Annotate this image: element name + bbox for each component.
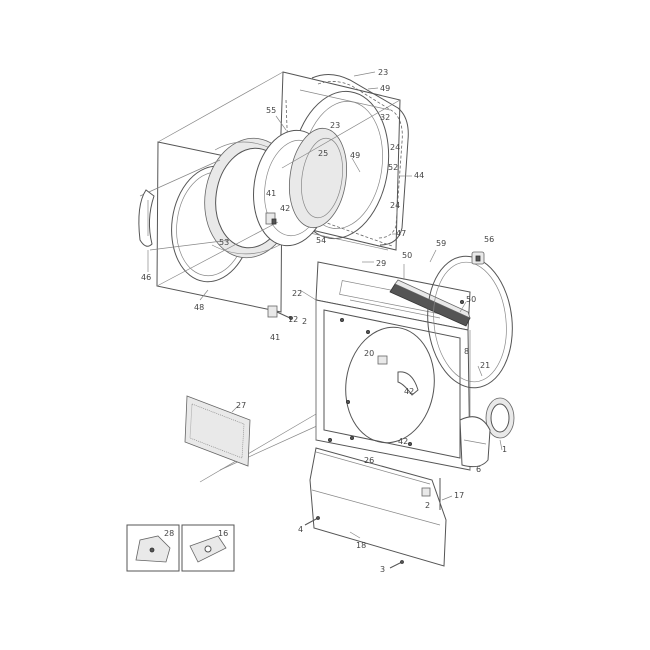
bracket-42-cabinet [397, 371, 419, 396]
toe-panel-screw-3 [389, 560, 404, 569]
callout-labels: 1 2 2 3 4 6 8 12 16 17 18 20 21 22 23 23… [141, 68, 507, 574]
callout-24b: 24 [390, 201, 400, 210]
callout-44: 44 [414, 171, 424, 180]
callout-47: 47 [396, 229, 406, 238]
bulkhead-seal-ring [311, 74, 409, 246]
bracket-41-lower [267, 305, 293, 320]
callout-27: 27 [236, 401, 246, 410]
clip-part-20 [377, 355, 388, 365]
lower-duct-6 [459, 416, 491, 468]
callout-42b: 42 [404, 387, 414, 396]
callout-23b: 23 [330, 121, 340, 130]
callout-16: 16 [218, 529, 228, 538]
callout-56: 56 [484, 235, 494, 244]
callout-2: 2 [425, 501, 430, 510]
drum-seal-ring-21 [427, 255, 513, 389]
callout-20: 20 [364, 349, 374, 358]
callout-41b: 41 [270, 333, 280, 342]
callout-17: 17 [454, 491, 464, 500]
callout-21: 21 [480, 361, 490, 370]
callout-24a: 24 [390, 143, 400, 152]
callout-6: 6 [476, 465, 481, 474]
callout-42a: 42 [280, 204, 290, 213]
callout-29: 29 [376, 259, 386, 268]
callout-8: 8 [464, 347, 469, 356]
callout-53: 53 [219, 238, 229, 247]
callout-23: 23 [378, 68, 388, 77]
inset-box-16 [181, 524, 235, 572]
blower-outlet-1 [485, 397, 515, 439]
callout-49a: 49 [380, 84, 390, 93]
callout-49b: 49 [350, 151, 360, 160]
callout-18: 18 [356, 541, 366, 550]
callout-28: 28 [164, 529, 174, 538]
callout-26: 26 [364, 456, 374, 465]
callout-50b: 50 [466, 295, 476, 304]
callout-46: 46 [141, 273, 151, 282]
latch-17 [421, 478, 441, 510]
callout-48: 48 [194, 303, 204, 312]
callout-32: 32 [380, 113, 390, 122]
toe-panel-18 [309, 447, 447, 567]
access-panel-27 [184, 395, 251, 467]
frame-screws [327, 299, 464, 446]
callout-41a: 41 [266, 189, 276, 198]
callout-42c: 42 [398, 437, 408, 446]
switch-part-56 [471, 251, 485, 265]
callout-leader-lines [147, 71, 503, 539]
callout-50a: 50 [402, 251, 412, 260]
callout-3: 3 [380, 565, 385, 574]
cabinet-front-frame-22 [315, 261, 471, 471]
callout-54: 54 [316, 236, 326, 245]
callout-59: 59 [436, 239, 446, 248]
callout-22: 22 [292, 289, 302, 298]
door-hinge-46 [138, 189, 155, 247]
callout-1: 1 [502, 445, 507, 454]
callout-2b: 2 [302, 317, 307, 326]
callout-52: 52 [388, 163, 398, 172]
callout-12: 12 [288, 315, 298, 324]
inset-box-28 [126, 524, 180, 572]
callout-25: 25 [318, 149, 328, 158]
toe-panel-screw-4 [304, 516, 320, 526]
callout-55: 55 [266, 106, 276, 115]
callout-4: 4 [298, 525, 303, 534]
bracket-41-upper [265, 212, 277, 225]
lint-filter-housing [389, 279, 471, 327]
